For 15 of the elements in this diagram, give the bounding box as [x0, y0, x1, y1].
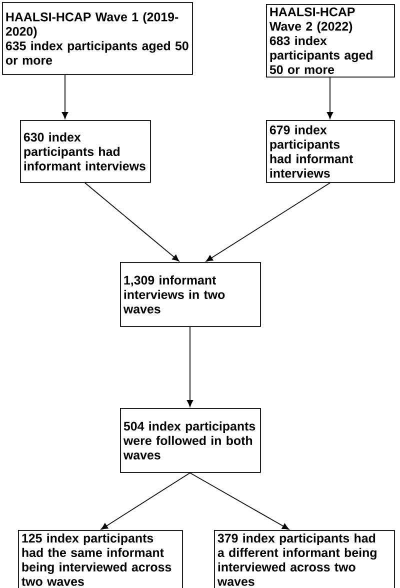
arrow	[84, 182, 180, 262]
arrow	[326, 77, 334, 119]
arrow	[206, 182, 330, 262]
process-box: 125 index participants had the same informant being interviewed across two waves	[18, 530, 183, 588]
process-box: 504 index participants were followed in both waves	[120, 408, 261, 473]
process-box: HAALSI-HCAP Wave 1 (2019-2020) 635 index participants aged 50 or more	[2, 2, 193, 75]
process-box: 379 index participants had a different informant being interviewed across two waves	[214, 530, 395, 588]
process-box: HAALSI-HCAP Wave 2 (2022) 683 index participants aged 50 or more	[266, 4, 395, 78]
process-box: 679 index participants had informant interviews	[266, 120, 395, 183]
arrow	[186, 326, 194, 407]
process-box: 630 index participants had informant interviews	[20, 120, 151, 183]
arrow	[62, 74, 68, 119]
arrow	[100, 472, 190, 530]
arrow	[190, 472, 290, 530]
process-box: 1,309 informant interviews in two waves	[120, 262, 261, 327]
